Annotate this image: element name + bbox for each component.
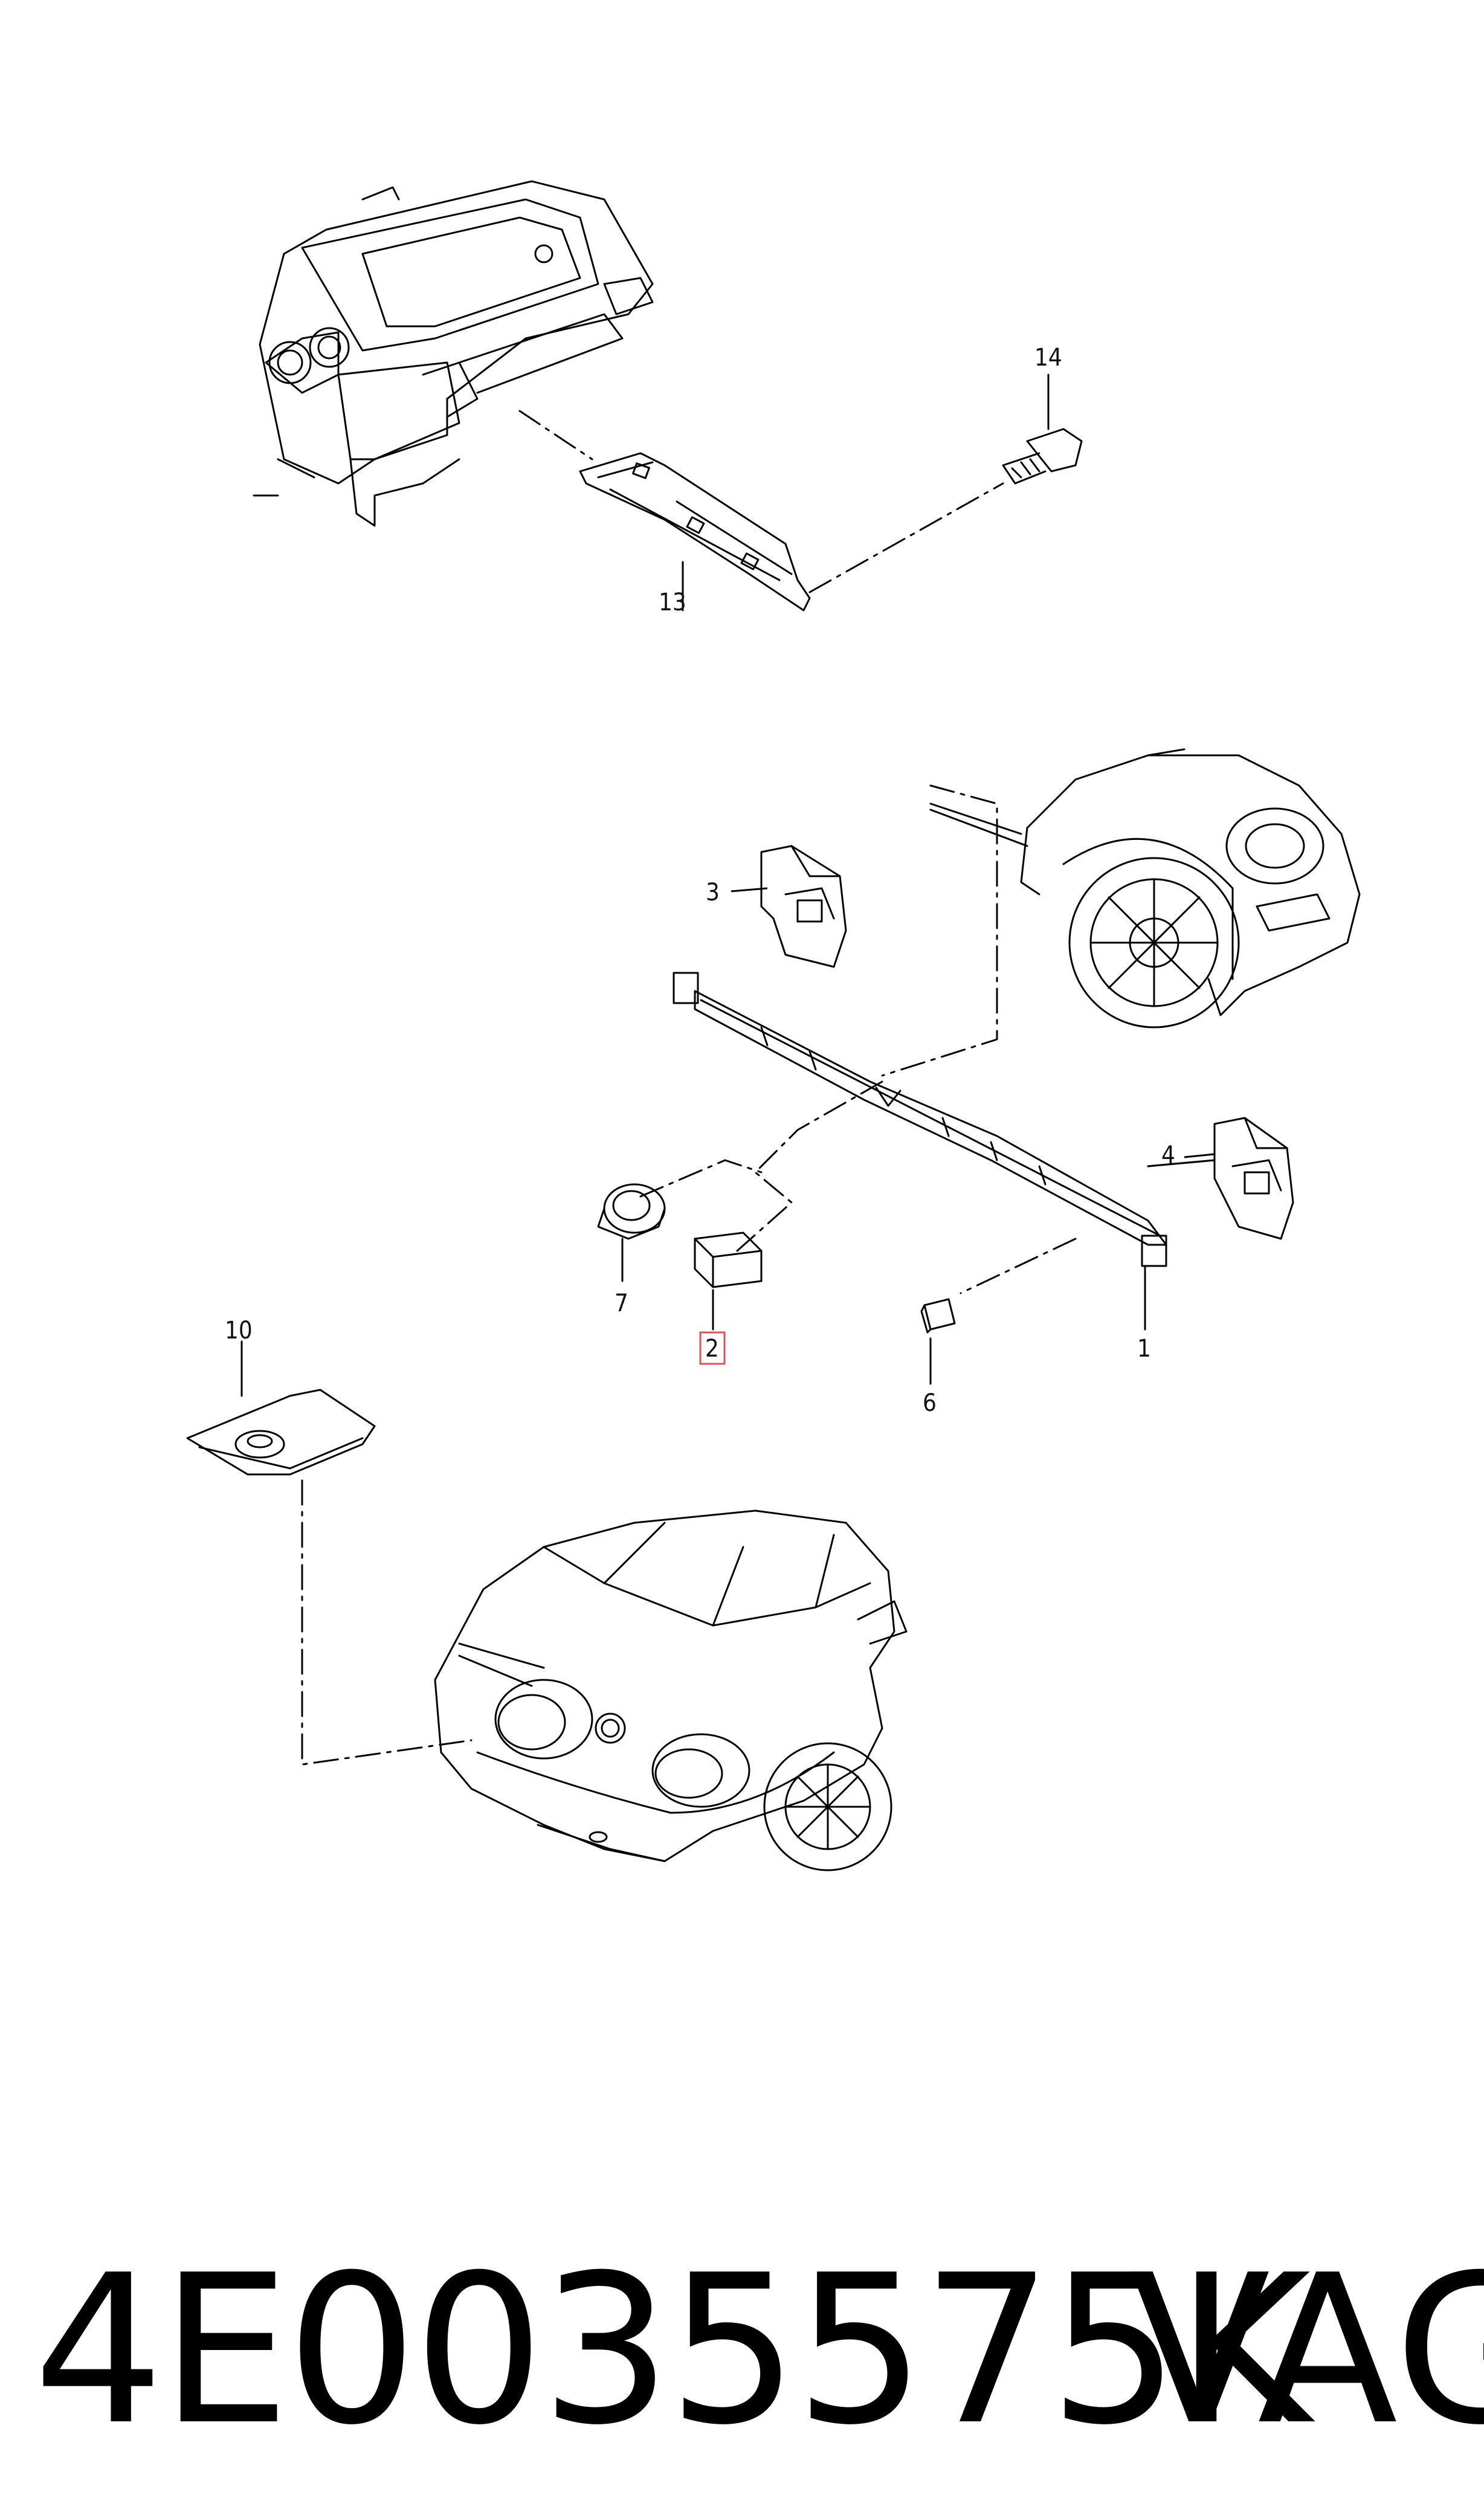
dashboard-illustration xyxy=(253,180,654,527)
brand-label: VAG xyxy=(1130,2231,1484,2470)
cover-plate-10 xyxy=(186,1340,376,1476)
callout-6: 6 xyxy=(923,1389,937,1417)
car-front-illustration xyxy=(434,1509,908,1871)
wiring-strip-1 xyxy=(673,972,1167,1267)
mounting-bracket-4 xyxy=(1213,1117,1294,1240)
mounting-bracket-3 xyxy=(760,845,847,968)
callout-7: 7 xyxy=(615,1290,628,1317)
highlight-box-2 xyxy=(699,1331,726,1365)
control-unit-2 xyxy=(694,1232,763,1331)
callout-10: 10 xyxy=(225,1317,253,1345)
car-front-corner-illustration xyxy=(929,748,1361,1028)
grommet-7 xyxy=(597,1183,666,1282)
callout-13: 13 xyxy=(659,589,686,616)
callout-14: 14 xyxy=(1034,344,1062,372)
exploded-parts-diagram: 14 13 3 4 1 7 6 10 2 xyxy=(186,180,1361,1871)
callout-4: 4 xyxy=(1161,1141,1175,1169)
clip-6 xyxy=(920,1298,956,1385)
callout-3: 3 xyxy=(706,879,720,906)
callout-labels: 14 13 3 4 1 7 6 10 2 xyxy=(225,344,1175,1417)
callout-1: 1 xyxy=(1137,1335,1151,1363)
callout-2: 2 xyxy=(705,1335,719,1363)
cross-member-bracket-13 xyxy=(579,452,811,612)
bolt-14 xyxy=(1002,373,1083,485)
part-number: 4E0035575K xyxy=(33,2231,1311,2470)
